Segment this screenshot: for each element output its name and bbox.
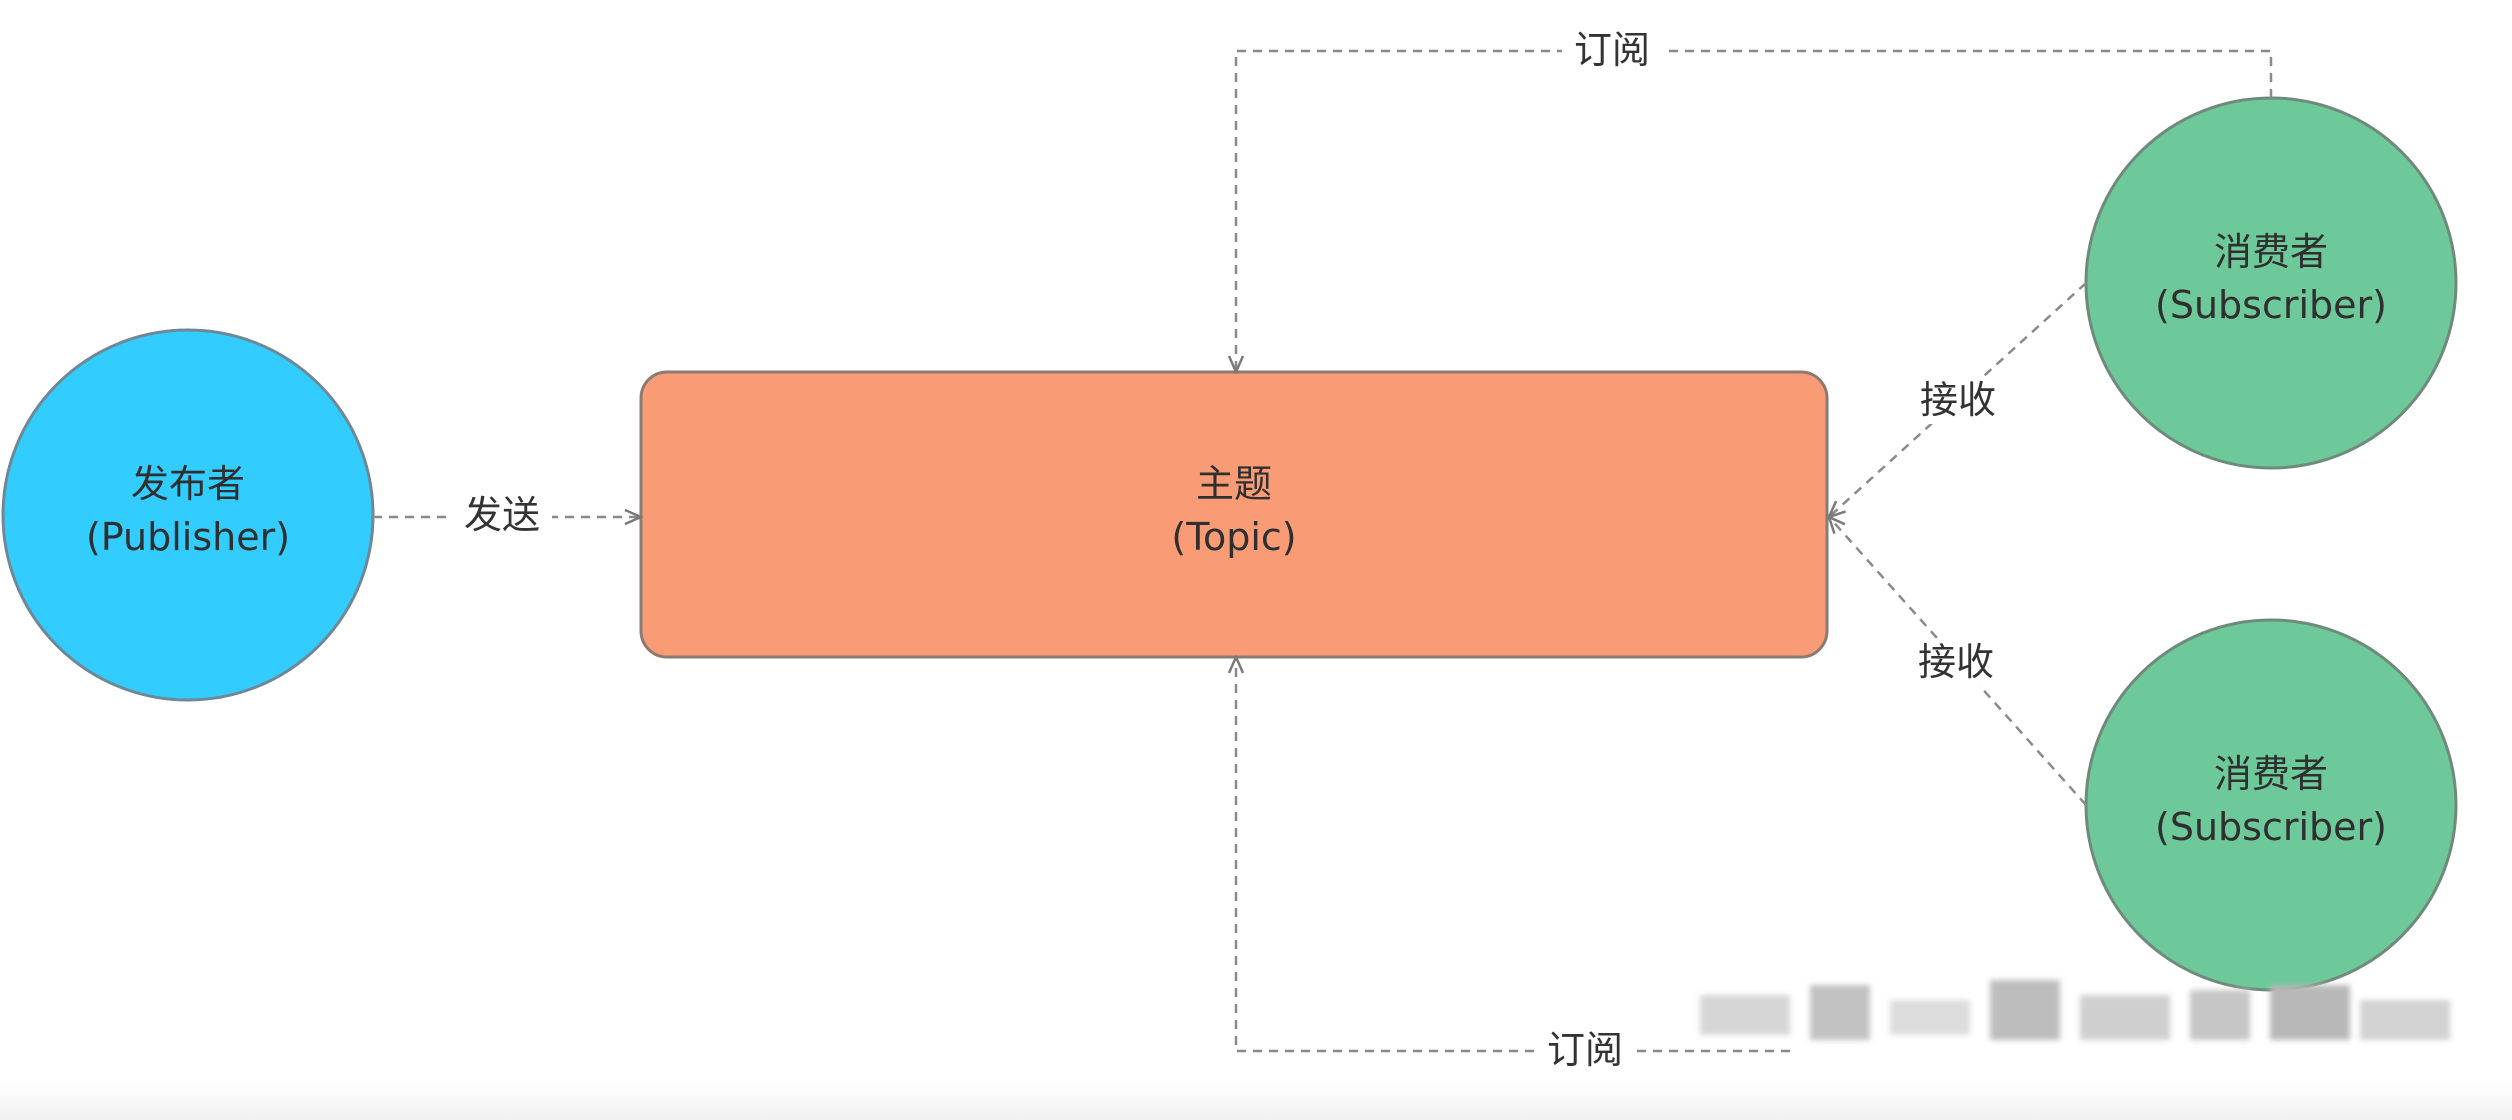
topic-label: 主题 (Topic) bbox=[1034, 458, 1434, 564]
subscribe-label-bottom: 订阅 bbox=[1535, 1028, 1636, 1074]
send-label: 发送 bbox=[452, 493, 553, 539]
publisher-label-line2: (Publisher) bbox=[85, 515, 291, 560]
subscriber-top-label-line2: (Subscriber) bbox=[2155, 283, 2387, 328]
publisher-node bbox=[1, 328, 375, 702]
receive-label-top: 接收 bbox=[1908, 378, 2009, 424]
pixelated-watermark bbox=[1700, 975, 2460, 1055]
topic-label-line2: (Topic) bbox=[1171, 515, 1297, 560]
publisher-label-line1: 发布者 bbox=[130, 462, 245, 506]
subscriber-bottom-label-line1: 消费者 bbox=[2213, 752, 2328, 796]
subscriber-bottom-label-line2: (Subscriber) bbox=[2155, 805, 2387, 850]
subscriber-top-label-line1: 消费者 bbox=[2213, 230, 2328, 274]
receive-edge-top bbox=[1829, 282, 2087, 517]
topic-label-line1: 主题 bbox=[1195, 462, 1272, 506]
receive-label-bottom: 接收 bbox=[1906, 640, 2007, 686]
publisher-label: 发布者 (Publisher) bbox=[38, 458, 338, 564]
subscriber-bottom-label: 消费者 (Subscriber) bbox=[2111, 748, 2431, 854]
subscribe-label-top: 订阅 bbox=[1562, 28, 1663, 74]
bottom-shade bbox=[0, 1080, 2512, 1120]
subscribe-edge-top bbox=[1236, 49, 2273, 372]
subscriber-top-label: 消费者 (Subscriber) bbox=[2111, 226, 2431, 332]
